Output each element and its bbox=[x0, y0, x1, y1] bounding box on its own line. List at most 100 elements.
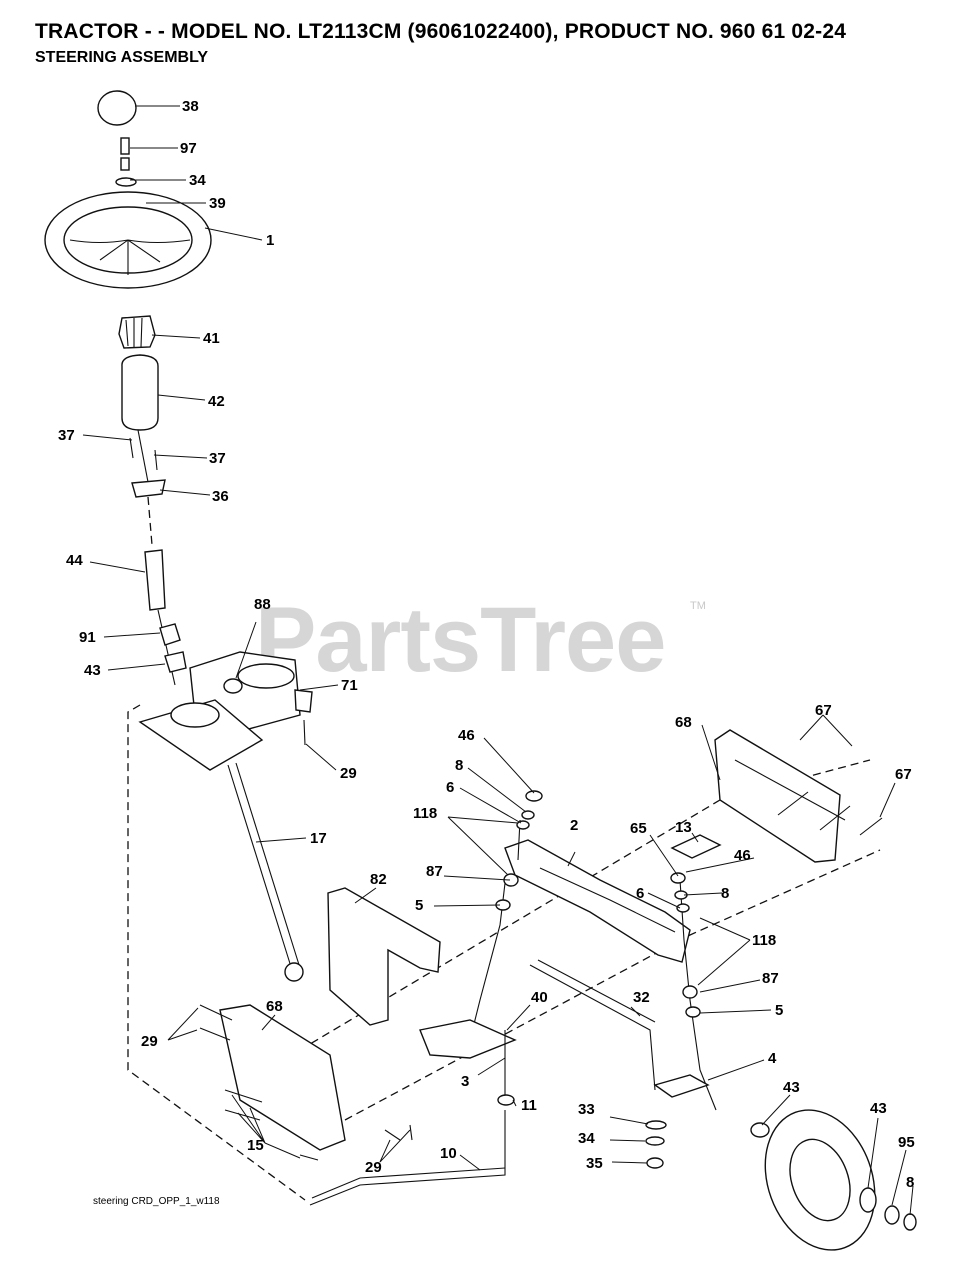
part-nut-11 bbox=[497, 1094, 515, 1106]
part-shaft-upper bbox=[137, 429, 149, 483]
callout-1: 1 bbox=[266, 232, 274, 249]
part-washer-34 bbox=[645, 1136, 665, 1146]
callout-95: 95 bbox=[898, 1134, 915, 1151]
callout-82: 82 bbox=[370, 871, 387, 888]
callout-8-wheel: 8 bbox=[906, 1174, 914, 1191]
part-washer-6b bbox=[676, 903, 690, 913]
callout-43-mid: 43 bbox=[783, 1079, 800, 1096]
part-bracket-68-upper bbox=[714, 729, 841, 863]
callout-37-right: 37 bbox=[209, 450, 226, 467]
callout-46-right: 46 bbox=[734, 847, 751, 864]
part-screw-left bbox=[129, 437, 134, 459]
part-bracket-82 bbox=[327, 887, 441, 1026]
callout-71: 71 bbox=[341, 677, 358, 694]
part-pin-13 bbox=[670, 834, 722, 859]
part-steering-shaft bbox=[144, 549, 166, 611]
part-spacer bbox=[120, 157, 130, 171]
callout-2: 2 bbox=[570, 817, 578, 834]
callout-67-right: 67 bbox=[895, 766, 912, 783]
part-drag-link-edge bbox=[235, 762, 301, 969]
part-washer-95 bbox=[884, 1205, 900, 1225]
callout-29-top: 29 bbox=[340, 765, 357, 782]
part-bracket-rod bbox=[734, 759, 846, 821]
part-bearing-43 bbox=[750, 1122, 770, 1138]
section-subtitle: STEERING ASSEMBLY bbox=[35, 49, 209, 66]
callout-3: 3 bbox=[461, 1073, 469, 1090]
part-link-rod bbox=[309, 1110, 506, 1206]
frame-dash-left bbox=[127, 704, 306, 1201]
callout-46-left: 46 bbox=[458, 727, 475, 744]
part-nut-35 bbox=[646, 1157, 664, 1169]
callout-87-left: 87 bbox=[426, 863, 443, 880]
callout-39: 39 bbox=[209, 195, 226, 212]
part-bolt-29 bbox=[303, 719, 306, 746]
callout-36: 36 bbox=[212, 488, 229, 505]
page-title: TRACTOR - - MODEL NO. LT2113CM (96061022… bbox=[35, 20, 847, 43]
callout-44: 44 bbox=[66, 552, 83, 569]
callout-38: 38 bbox=[182, 98, 199, 115]
callout-leaders bbox=[82, 105, 914, 1216]
callout-43: 43 bbox=[84, 662, 101, 679]
gear-housing bbox=[138, 651, 313, 982]
callout-37-left: 37 bbox=[58, 427, 75, 444]
callout-118-left: 118 bbox=[413, 805, 437, 822]
part-axle-2 bbox=[504, 839, 691, 963]
part-axis-line bbox=[147, 496, 153, 546]
part-axle-ridge bbox=[539, 867, 676, 933]
callout-33: 33 bbox=[578, 1101, 595, 1118]
watermark-logo: PartsTree bbox=[255, 589, 666, 691]
part-bracket-71 bbox=[294, 689, 313, 713]
drawing-id: steering CRD_OPP_1_w118 bbox=[93, 1196, 220, 1207]
part-drag-link bbox=[227, 764, 293, 971]
part-washer-5b bbox=[685, 1006, 701, 1018]
part-cap-65 bbox=[670, 872, 686, 884]
callout-65: 65 bbox=[630, 820, 647, 837]
part-cap-46 bbox=[525, 790, 543, 802]
part-bushing-8 bbox=[521, 810, 535, 820]
callout-8-left: 8 bbox=[455, 757, 463, 774]
callout-17: 17 bbox=[310, 830, 327, 847]
part-cap bbox=[97, 90, 137, 126]
callout-4: 4 bbox=[768, 1050, 777, 1067]
callout-15: 15 bbox=[247, 1137, 264, 1154]
callout-13: 13 bbox=[675, 819, 692, 836]
callout-68-lower: 68 bbox=[266, 998, 283, 1015]
leader-lines bbox=[82, 105, 914, 1216]
part-bushing-87b bbox=[682, 985, 698, 999]
part-washer-33 bbox=[645, 1120, 667, 1130]
callout-41: 41 bbox=[203, 330, 220, 347]
callout-5-left: 5 bbox=[415, 897, 423, 914]
part-housing-boss bbox=[237, 663, 295, 689]
callout-29-left: 29 bbox=[141, 1033, 158, 1050]
part-wheel-rim bbox=[789, 1138, 851, 1222]
part-bolts-67 bbox=[777, 791, 883, 836]
callout-35: 35 bbox=[586, 1155, 603, 1172]
part-adapter-splines bbox=[125, 317, 143, 348]
callout-67-upper: 67 bbox=[815, 702, 832, 719]
part-bearing-plate bbox=[131, 479, 166, 498]
steering-column bbox=[44, 90, 212, 686]
part-fitting-88 bbox=[223, 678, 243, 694]
callout-labels: 38 97 34 39 1 41 42 37 37 36 44 91 43 88… bbox=[58, 98, 915, 1191]
trademark-symbol: TM bbox=[690, 600, 706, 612]
part-link-rod-edge bbox=[311, 1167, 506, 1199]
part-washer-43c bbox=[859, 1187, 877, 1213]
callout-8-right: 8 bbox=[721, 885, 729, 902]
callout-43-right: 43 bbox=[870, 1100, 887, 1117]
callout-10: 10 bbox=[440, 1145, 457, 1162]
callout-6-left: 6 bbox=[446, 779, 454, 796]
callout-118-right: 118 bbox=[752, 932, 776, 949]
callout-88: 88 bbox=[254, 596, 271, 613]
part-drag-link-end bbox=[284, 962, 304, 982]
part-washer bbox=[115, 177, 137, 187]
callout-42: 42 bbox=[208, 393, 225, 410]
part-adapter bbox=[118, 315, 156, 349]
callout-5-right: 5 bbox=[775, 1002, 783, 1019]
frame-dash-lower bbox=[344, 849, 881, 1121]
part-bushing-8c bbox=[903, 1213, 917, 1231]
callout-34-lower: 34 bbox=[578, 1130, 595, 1147]
callout-6-right: 6 bbox=[636, 885, 644, 902]
part-bolts-29-15 bbox=[199, 1004, 413, 1161]
part-wheel-spokes bbox=[69, 239, 191, 275]
